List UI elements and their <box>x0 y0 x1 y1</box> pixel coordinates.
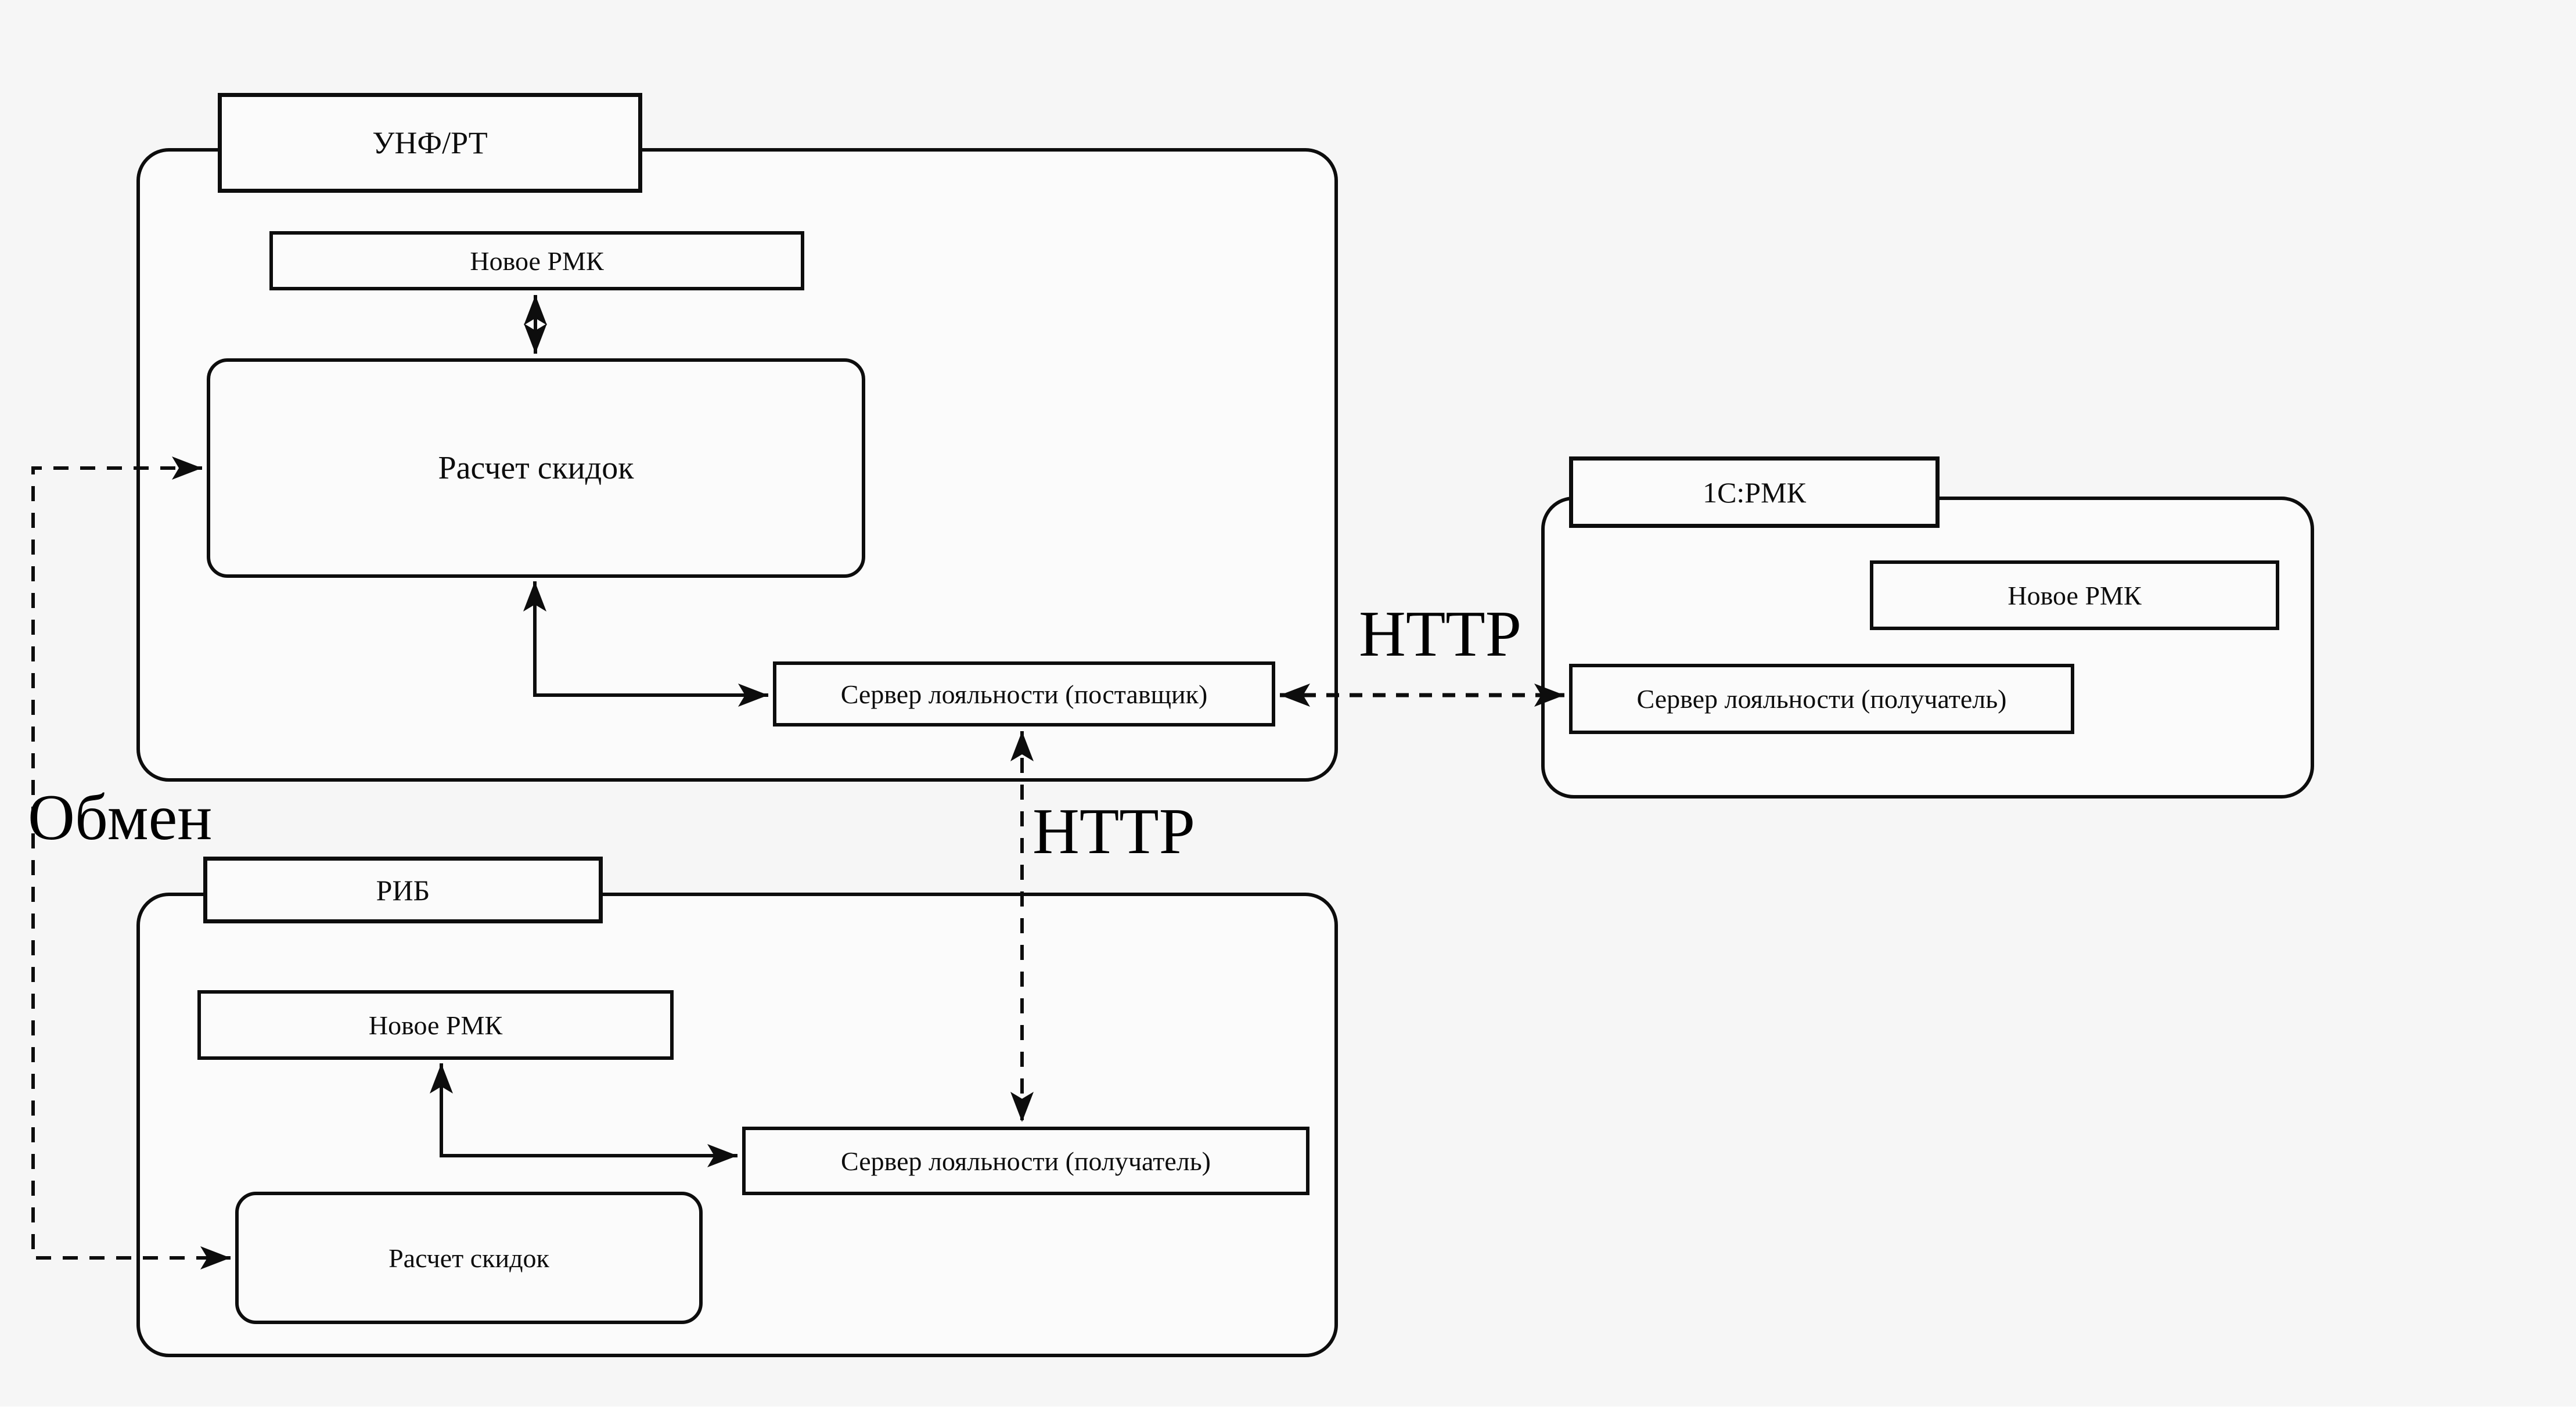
rib-loyalty-server-receiver-box: Сервер лояльности (получатель) <box>742 1127 1309 1195</box>
1c-rmk-loyalty-server-receiver-box: Сервер лояльности (получатель) <box>1569 664 2074 734</box>
1c-rmk-group-container <box>1541 497 2314 799</box>
rib-group-title-label: РИБ <box>376 873 430 907</box>
http-right-edge-label-text: HTTP <box>1359 598 1521 670</box>
1c-rmk-group-title: 1С:РМК <box>1569 456 1940 528</box>
rib-group-title: РИБ <box>203 857 603 923</box>
unf-new-rmk-label: Новое РМК <box>470 246 604 276</box>
http-vertical-edge-label: HTTP <box>1032 799 1195 864</box>
exchange-edge-label-text: Обмен <box>28 782 213 854</box>
unf-loyalty-server-supplier-label: Сервер лояльности (поставщик) <box>840 679 1208 709</box>
rib-discount-calc-label: Расчет скидок <box>388 1243 549 1273</box>
unf-discount-calc-label: Расчет скидок <box>438 450 634 486</box>
rib-discount-calc-box: Расчет скидок <box>235 1192 703 1324</box>
1c-rmk-new-rmk-box: Новое РМК <box>1870 560 2279 630</box>
page-bottom-strip <box>0 1407 2576 1417</box>
unf-group-title-label: УНФ/РТ <box>372 125 488 160</box>
rib-new-rmk-label: Новое РМК <box>368 1010 503 1040</box>
exchange-edge-label: Обмен <box>28 785 212 850</box>
1c-rmk-new-rmk-label: Новое РМК <box>2007 580 2142 610</box>
unf-group-title: УНФ/РТ <box>218 93 642 193</box>
1c-rmk-loyalty-server-receiver-label: Сервер лояльности (получатель) <box>1636 684 2007 714</box>
unf-discount-calc-box: Расчет скидок <box>207 358 865 578</box>
1c-rmk-group-title-label: 1С:РМК <box>1703 476 1806 509</box>
rib-new-rmk-box: Новое РМК <box>197 990 674 1060</box>
http-right-edge-label: HTTP <box>1330 602 1550 667</box>
unf-new-rmk-box: Новое РМК <box>269 231 804 290</box>
rib-loyalty-server-receiver-label: Сервер лояльности (получатель) <box>840 1146 1211 1176</box>
http-vertical-edge-label-text: HTTP <box>1032 796 1195 868</box>
unf-loyalty-server-supplier-box: Сервер лояльности (поставщик) <box>773 661 1275 727</box>
